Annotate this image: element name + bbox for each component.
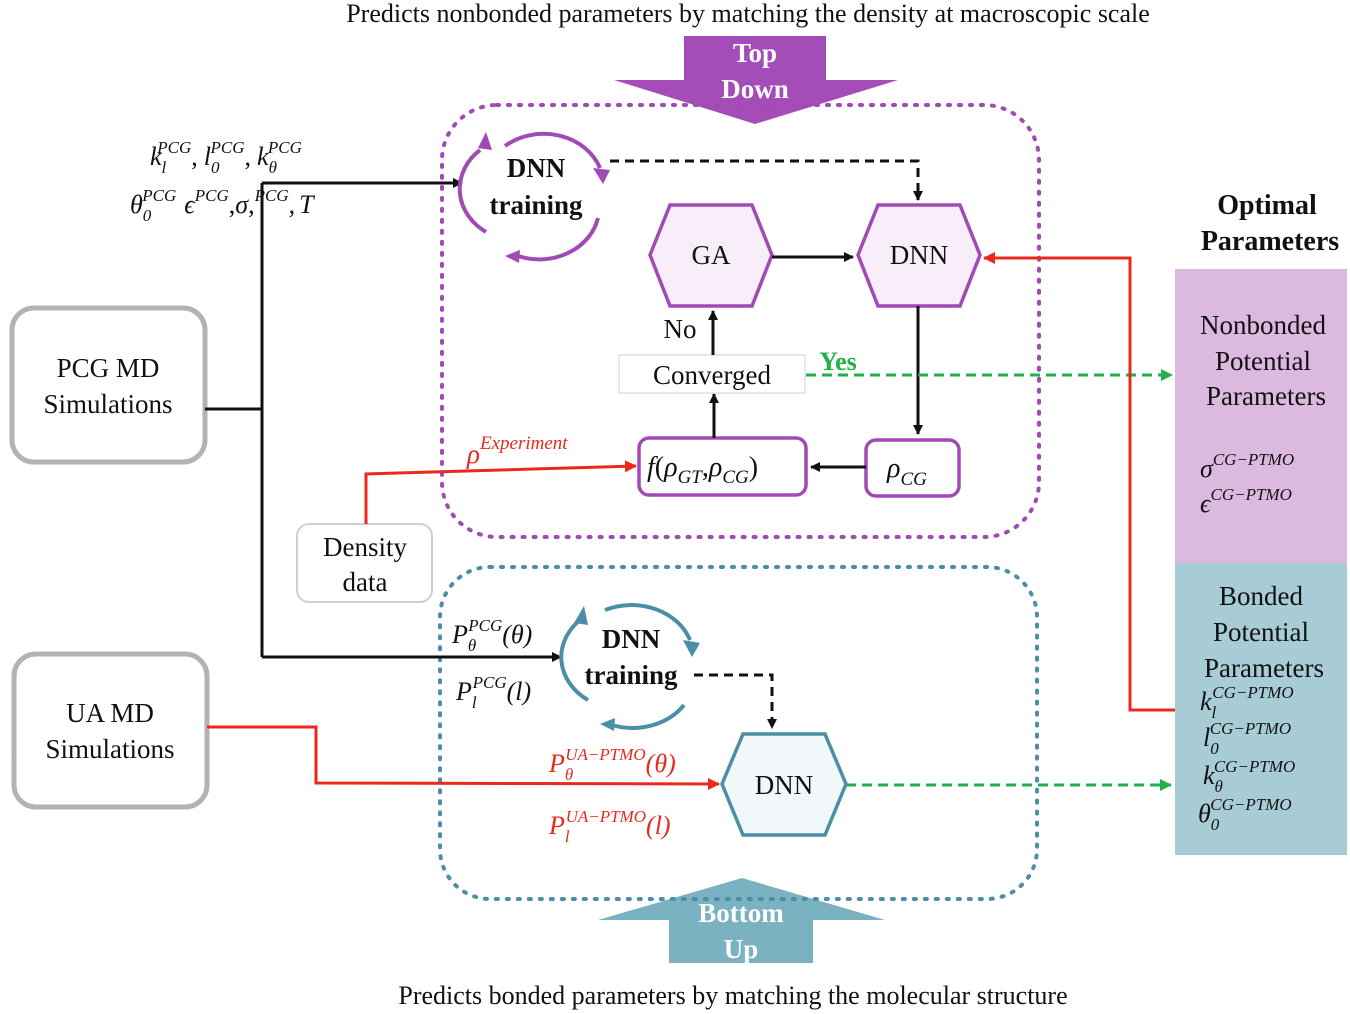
optimal-title-1: Optimal (1217, 190, 1317, 221)
rho-cg-label: ρCG (886, 453, 927, 490)
density-to-objective (364, 460, 637, 524)
svg-text:klCG−PTMO: klCG−PTMO (1200, 683, 1294, 722)
p-l-ua-label: PlUA−PTMO(l) (548, 807, 671, 846)
nonbonded-label-2: Potential (1215, 346, 1311, 376)
bonded-label-3: Parameters (1204, 653, 1324, 683)
bottom-dnn-node (720, 732, 848, 837)
top-caption: Predicts nonbonded parameters by matchin… (346, 0, 1150, 28)
rho-experiment-label: ρExperiment (466, 433, 568, 469)
top-training-label-1: DNN (507, 153, 566, 183)
nonbonded-label-3: Parameters (1206, 381, 1326, 411)
eps-output-label: ϵCG−PTMO (1200, 485, 1292, 518)
optimal-title-2: Parameters (1201, 226, 1339, 257)
ua-md-label-1: UA MD (66, 698, 154, 728)
svg-text:kθCG−PTMO: kθCG−PTMO (1203, 757, 1295, 796)
density-label-1: Density (323, 532, 407, 562)
top-training-cycle-icon (457, 131, 610, 263)
svg-text:klPCG,l0PCG,kθPCG: klPCG,l0PCG,kθPCG (150, 138, 302, 177)
top-dnn-node (856, 203, 982, 308)
ua-md-label-2: Simulations (45, 734, 174, 764)
nonbonded-panel (1175, 269, 1347, 563)
top-dnn-label: DNN (890, 240, 949, 270)
top-down-label-1: Top (733, 38, 777, 68)
p-l-pcg-label: PlPCG(l) (455, 673, 531, 712)
p-theta-pcg-label: PθPCG(θ) (451, 616, 532, 655)
svg-text:θ0CG−PTMO: θ0CG−PTMO (1198, 795, 1292, 834)
top-training-label-2: training (489, 190, 583, 220)
pcg-md-box (9, 305, 208, 465)
ua-md-box (11, 651, 210, 810)
top-down-region (440, 103, 1041, 539)
bonded-panel (1175, 563, 1347, 855)
bonded-param-labels: klCG−PTMO l0CG−PTMO kθCG−PTMO θ0CG−PTMO (1198, 683, 1295, 834)
pcg-md-label-2: Simulations (43, 389, 172, 419)
ga-node (648, 203, 774, 308)
converged-label: Converged (653, 360, 771, 390)
svg-text:l0CG−PTMO: l0CG−PTMO (1203, 719, 1291, 758)
ga-label: GA (692, 240, 731, 270)
bottom-caption: Predicts bonded parameters by matching t… (398, 981, 1067, 1010)
bottom-training-cycle-icon (559, 603, 700, 731)
pcg-md-label-1: PCG MD (57, 353, 160, 383)
yes-label: Yes (819, 347, 857, 376)
bonded-label-2: Potential (1213, 617, 1309, 647)
converged-node (618, 354, 806, 394)
bottom-up-label-2: Up (724, 934, 759, 964)
bottom-training-label-2: training (584, 660, 678, 690)
bottom-training-label-1: DNN (602, 624, 661, 654)
top-down-arrow (614, 36, 898, 124)
objective-label: f(ρGT,ρCG) (647, 452, 758, 488)
bottom-dnn-label: DNN (755, 770, 814, 800)
no-label: No (664, 314, 697, 344)
top-training-to-dnn (610, 159, 923, 201)
bottom-up-region (438, 565, 1039, 901)
objective-node (637, 436, 808, 497)
bonded-to-top-dnn (983, 252, 1175, 712)
bottom-up-label-1: Bottom (698, 898, 784, 928)
top-down-label-2: Down (721, 74, 789, 104)
nonbonded-label-1: Nonbonded (1200, 310, 1326, 340)
p-theta-ua-label: PθUA−PTMO(θ) (548, 745, 676, 784)
sigma-output-label: σCG−PTMO (1200, 450, 1294, 483)
ua-md-to-bottom-dnn (207, 725, 720, 790)
bottom-training-to-dnn (694, 673, 777, 729)
bonded-label-1: Bonded (1219, 581, 1303, 611)
density-label-2: data (343, 567, 388, 597)
